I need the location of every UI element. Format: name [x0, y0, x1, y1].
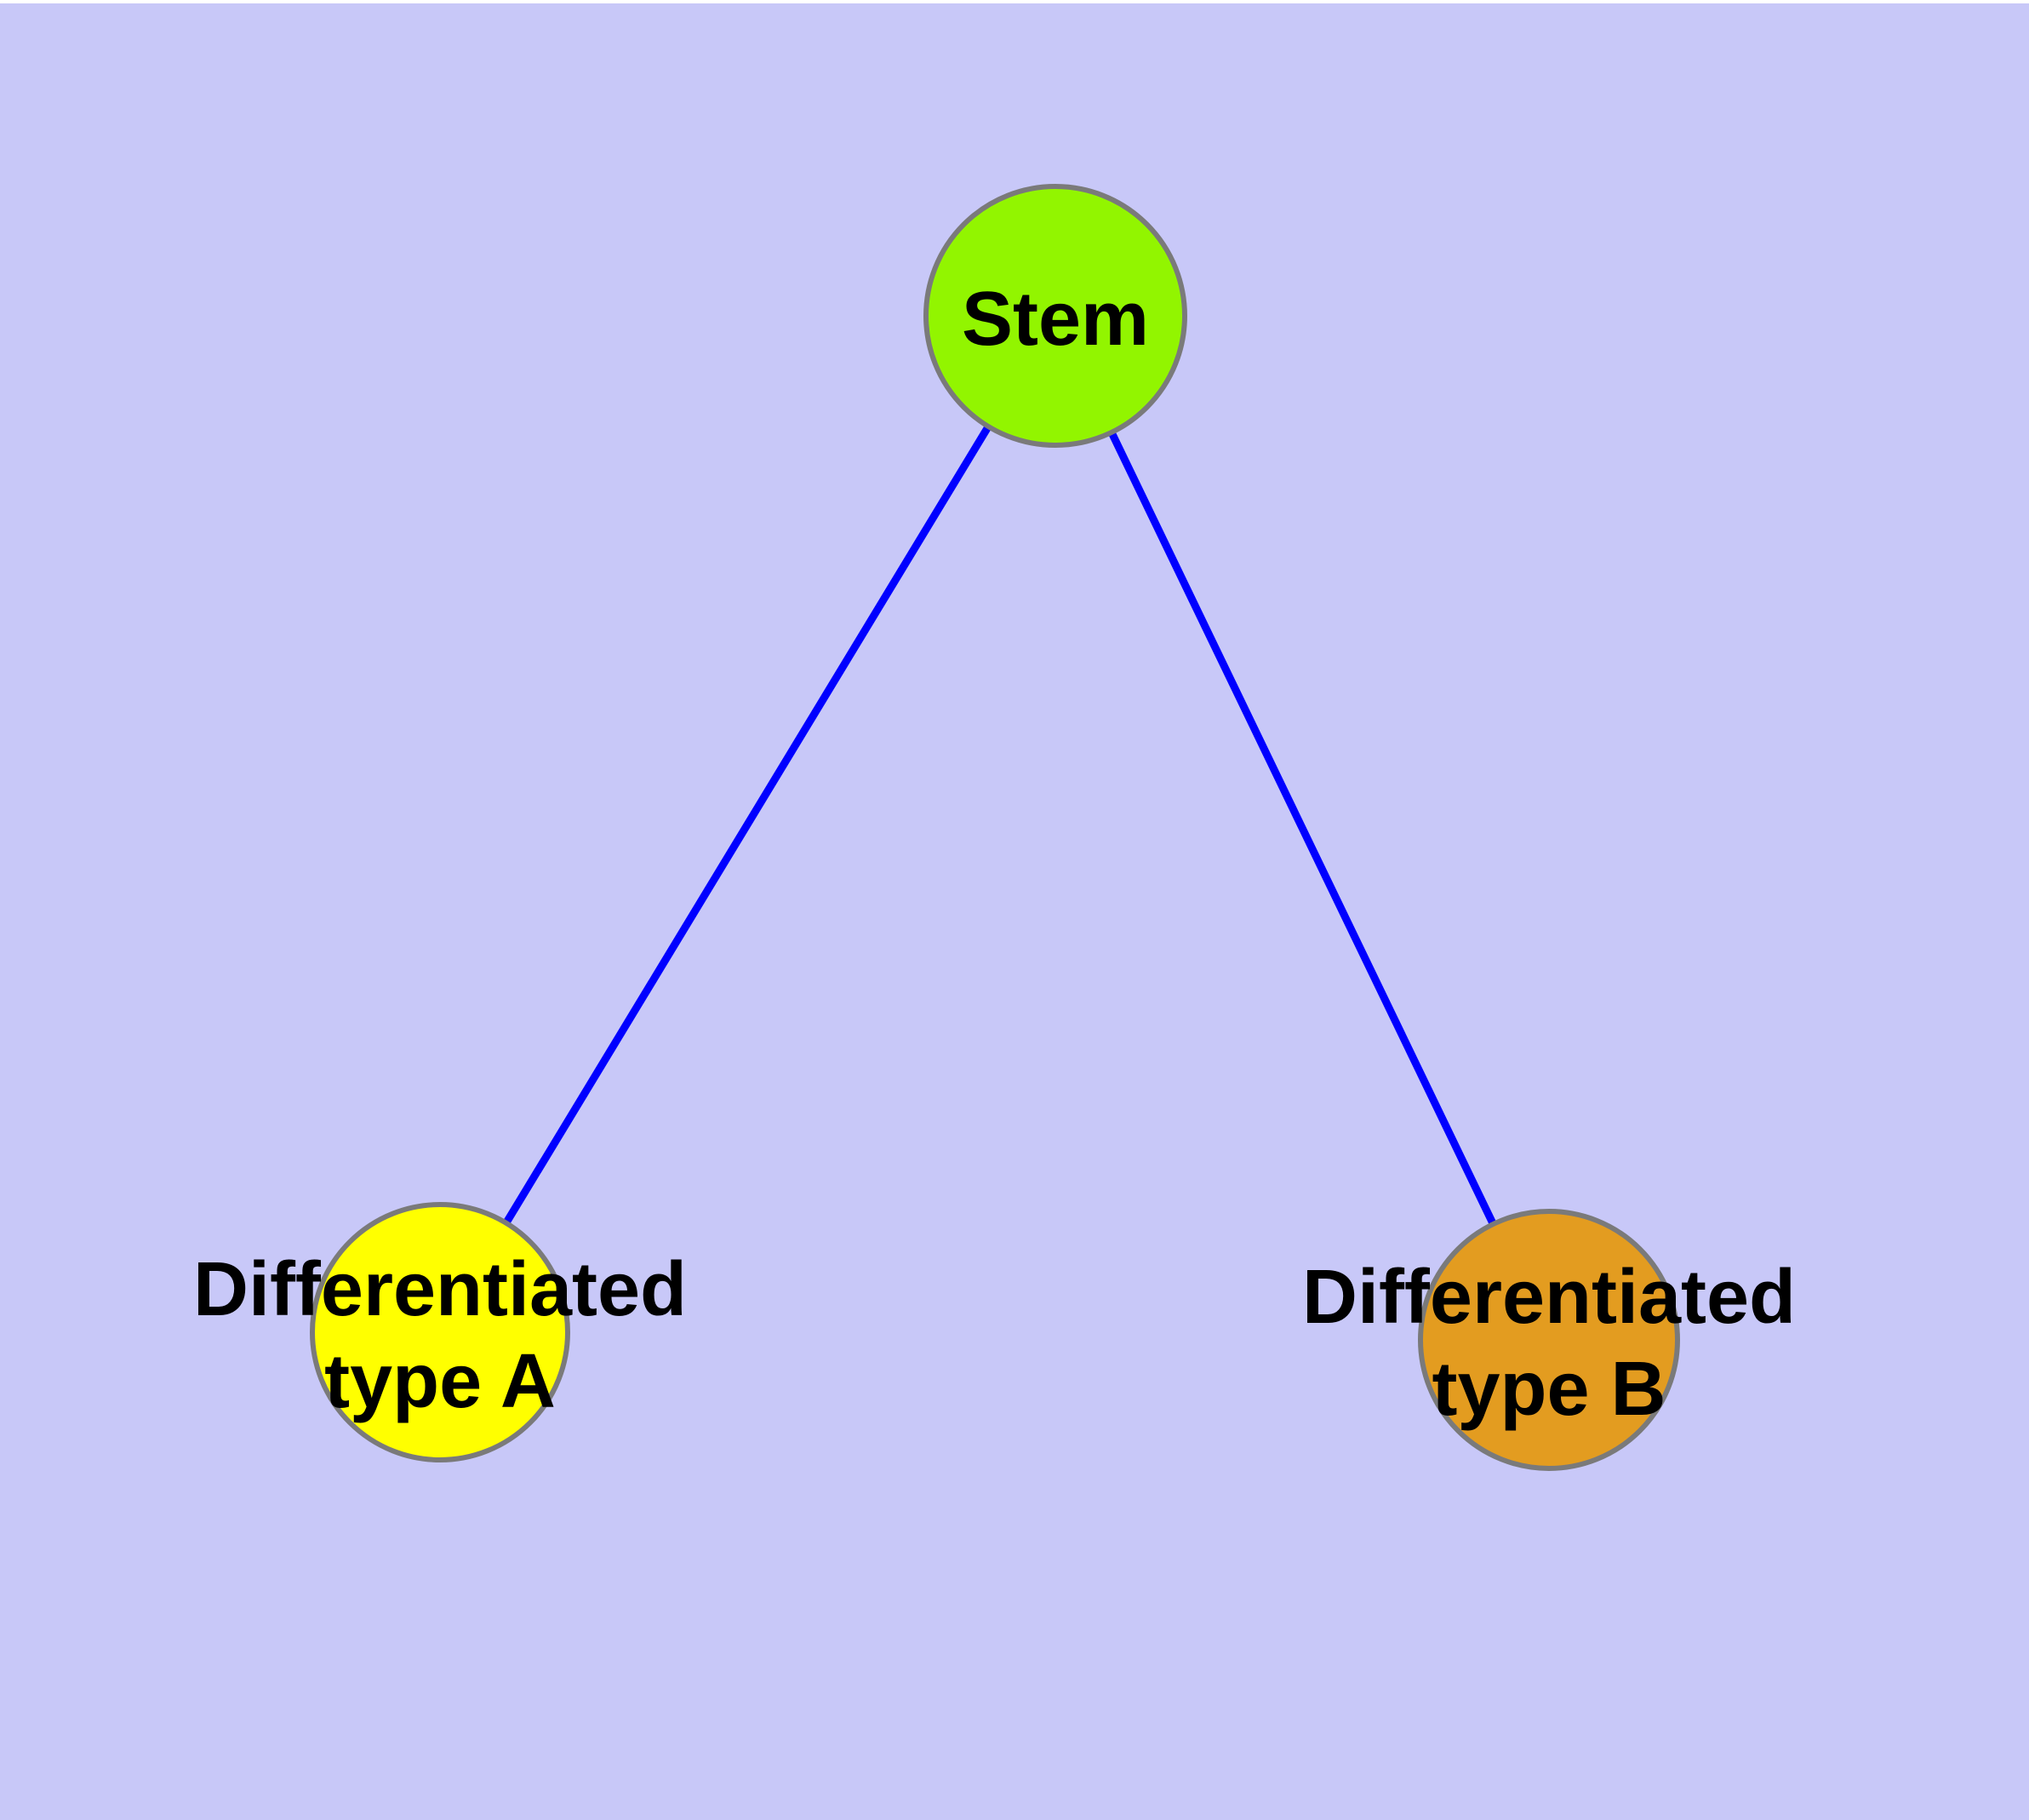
- edge-stem-to-differentiated-type-b: [1051, 314, 1553, 1342]
- top-edge-strip: [0, 0, 2029, 3]
- node-differentiated-type-a-label-line-1: Differentiated: [193, 1247, 687, 1332]
- node-stem-circle: [923, 184, 1187, 448]
- node-stem-label: Stem: [962, 277, 1149, 362]
- node-differentiated-type-a-label-line-2: type A: [324, 1339, 556, 1424]
- node-stem-label-line-1: Stem: [962, 277, 1149, 362]
- node-differentiated-type-b-label-line-1: Differentiated: [1302, 1255, 1796, 1340]
- node-differentiated-type-b-circle: [1418, 1209, 1680, 1471]
- node-differentiated-type-b-label-line-2: type B: [1432, 1347, 1666, 1432]
- node-differentiated-type-a-circle: [310, 1202, 570, 1462]
- edge-stem-to-differentiated-type-a: [437, 313, 1059, 1335]
